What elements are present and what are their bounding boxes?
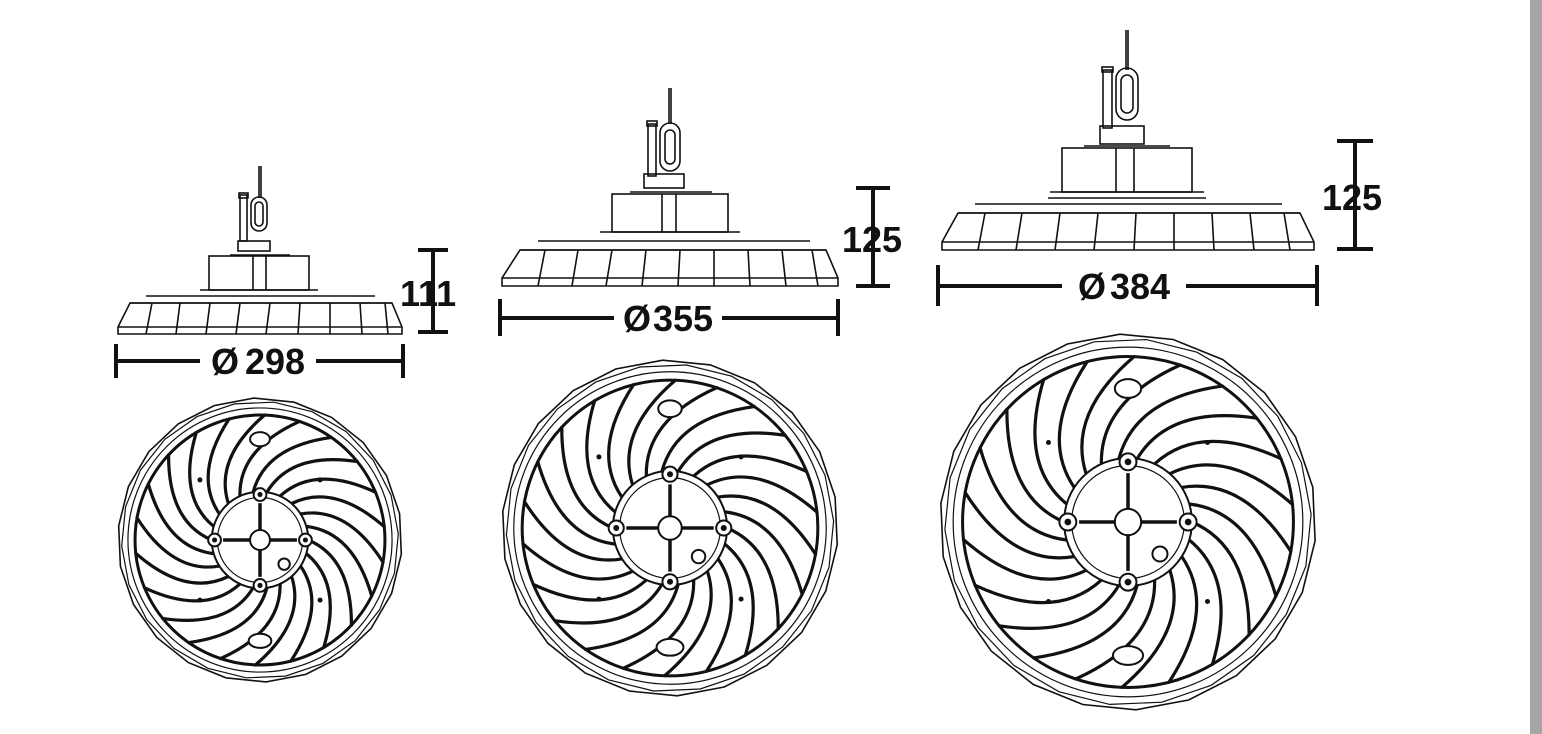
lamp-medium-side-view — [501, 88, 839, 287]
large-height-dimension — [1337, 139, 1373, 251]
large-diameter-value: 384 — [1110, 266, 1170, 307]
diameter-symbol: Ø — [623, 298, 651, 339]
lamp-large-side-view — [941, 30, 1315, 251]
diameter-symbol: Ø — [1078, 266, 1106, 307]
scrollbar[interactable] — [1530, 0, 1542, 734]
medium-height-dimension — [856, 186, 890, 288]
small-height-dimension — [418, 248, 448, 334]
medium-diameter-value: 355 — [653, 298, 713, 339]
lamp-small-top-view — [117, 397, 403, 683]
lamp-medium-top-view — [501, 359, 839, 697]
large-diameter-dimension — [936, 265, 1319, 306]
diameter-symbol: Ø — [211, 341, 239, 382]
small-height-label: 111 — [400, 273, 456, 314]
small-diameter-dimension — [114, 344, 405, 378]
small-diameter-value: 298 — [245, 341, 305, 382]
medium-height-label: 125 — [842, 219, 902, 260]
lamp-small-side-view — [117, 166, 403, 335]
medium-diameter-label: Ø355 — [623, 298, 713, 339]
large-height-label: 125 — [1322, 177, 1382, 218]
medium-diameter-dimension — [498, 299, 840, 336]
lamp-large-top-view — [940, 333, 1316, 711]
